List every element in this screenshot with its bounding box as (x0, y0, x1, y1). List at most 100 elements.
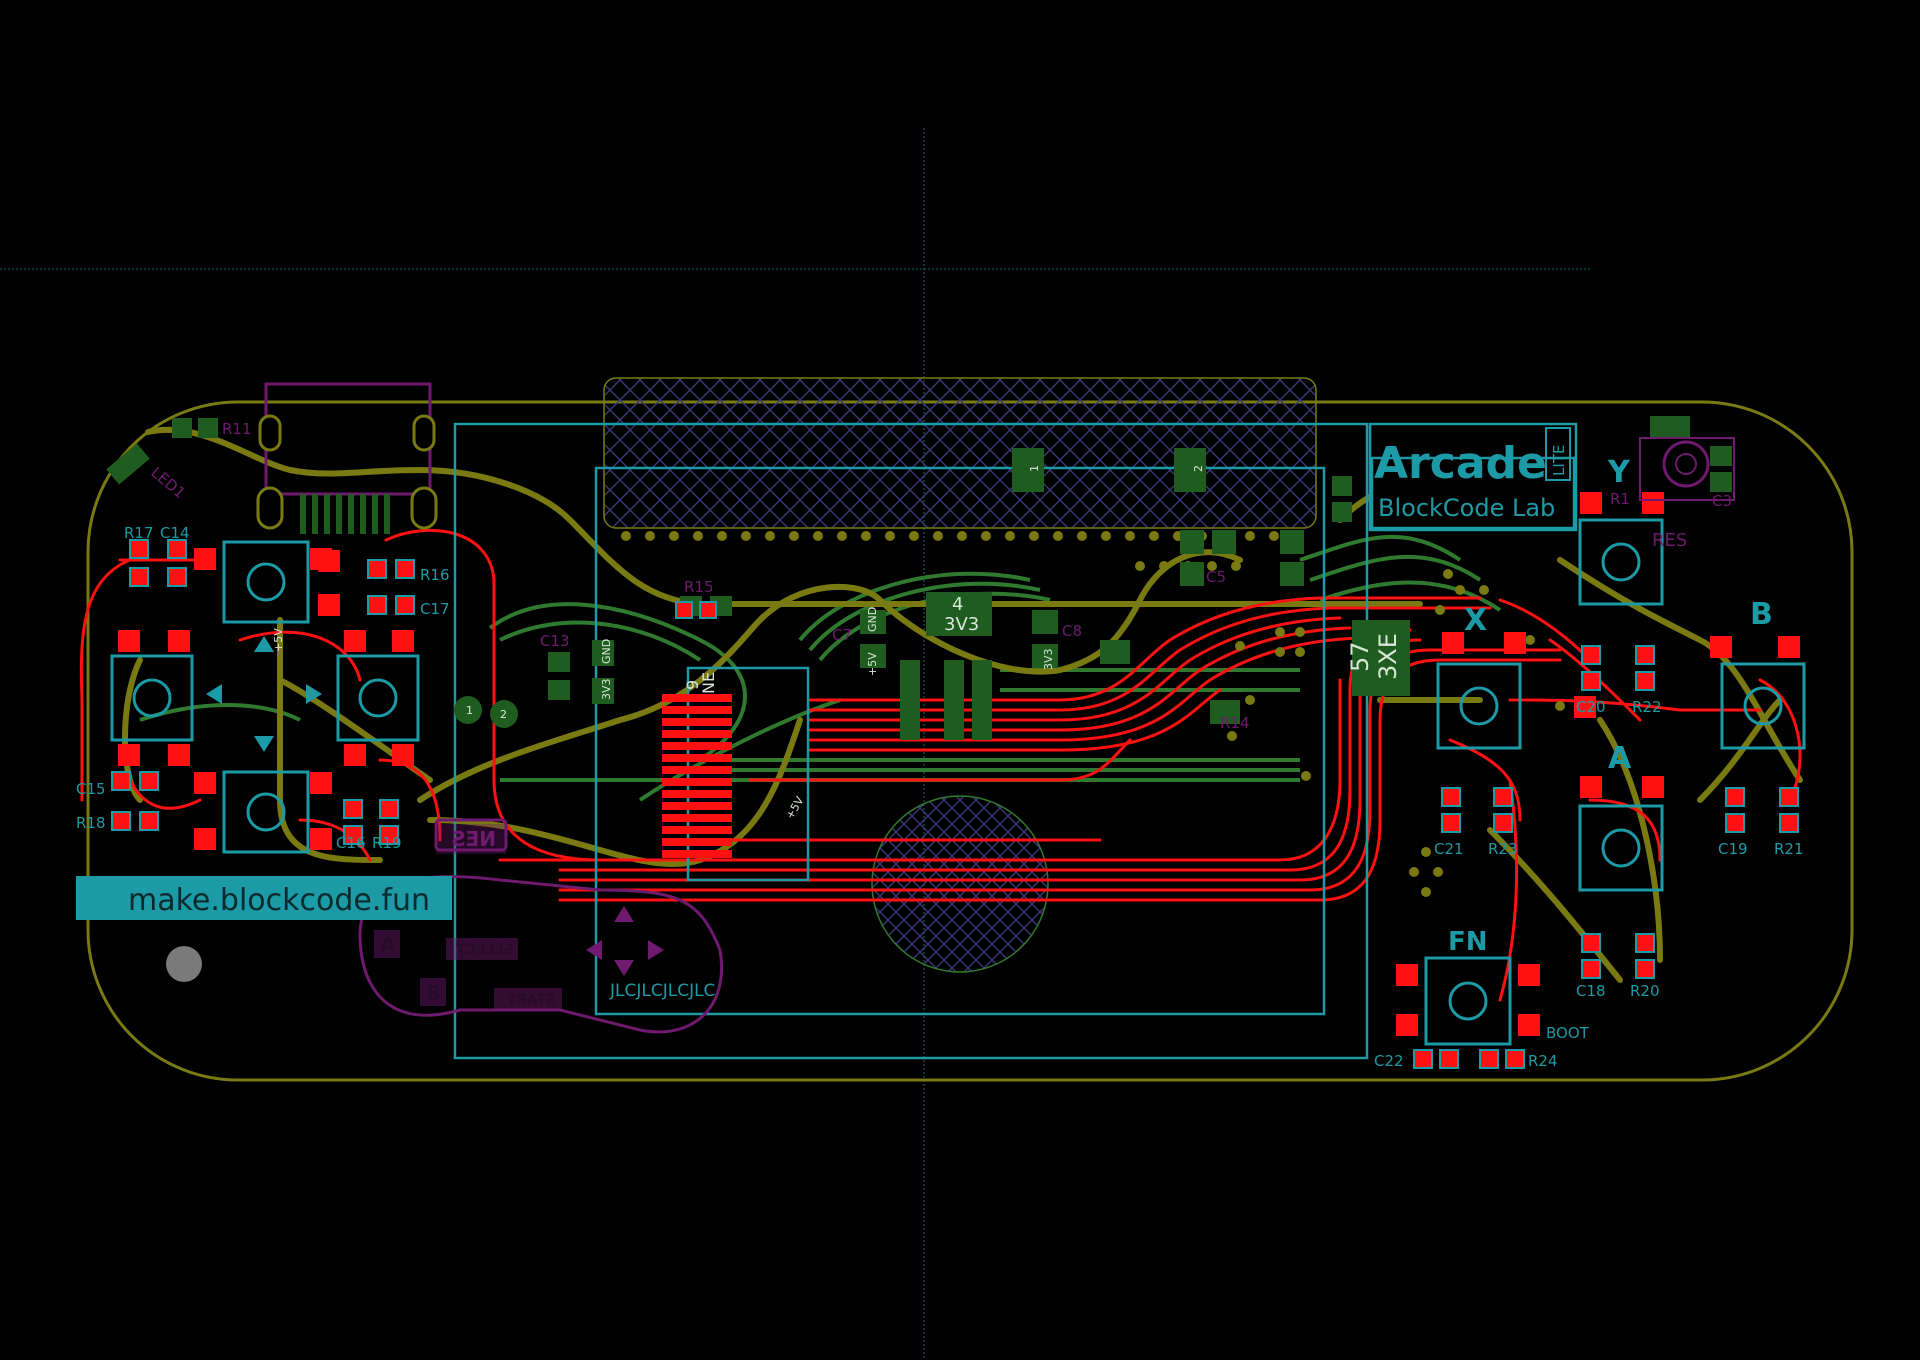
regulator-ic (926, 592, 992, 636)
logo-badge: LITE (1545, 427, 1571, 481)
switch-pads (118, 492, 1800, 1036)
logo-badge-text: LITE (1550, 445, 1568, 476)
back-dpad-left-icon (586, 940, 602, 960)
url-banner-text: make.blockcode.fun (128, 883, 430, 918)
x-switch[interactable] (1436, 662, 1522, 750)
mark-5v-b: +5V (783, 794, 806, 821)
a-button-label: A (1608, 741, 1632, 776)
dpad-up-arrow-icon (254, 636, 274, 652)
inner-layer-tracks (139, 534, 1502, 802)
ref-c18: C18 (1576, 982, 1606, 1000)
ref-c17: C17 (420, 600, 450, 618)
regulator-mark-top: 4 (952, 594, 963, 615)
logo-title: Arcade (1374, 438, 1547, 489)
ref-c13: C13 (540, 632, 570, 650)
dpad-right-arrow-icon (306, 684, 322, 704)
mark-3v3-a: 3V3 (600, 678, 613, 700)
silkscreen-outlines (453, 422, 1578, 1060)
ref-r23: R23 (1488, 840, 1518, 858)
ref-c7: C7 (832, 626, 852, 644)
y-switch[interactable] (1578, 518, 1664, 606)
smd-component-bodies (106, 416, 1732, 740)
url-banner-background (76, 876, 452, 920)
logo-subtitle: BlockCode Lab (1378, 494, 1555, 522)
back-dpad-down-icon (614, 960, 634, 976)
display-fpc-pads (662, 694, 732, 858)
ref-boot: BOOT (1546, 1024, 1590, 1042)
speaker-keepout-zone (871, 795, 1049, 973)
back-select-label: SELECT (456, 942, 514, 958)
back-nes-label: NES (451, 827, 496, 851)
ref-r20: R20 (1630, 982, 1660, 1000)
ref-c8: C8 (1062, 622, 1082, 640)
ref-r11: R11 (222, 420, 252, 438)
ref-r16: R16 (420, 566, 450, 584)
fn-switch[interactable] (1424, 956, 1512, 1046)
y-button-label: Y (1607, 455, 1631, 490)
dpad-up-switch[interactable] (222, 540, 310, 624)
fpc-mark-b: 9 (683, 680, 702, 690)
b-button-label: B (1750, 597, 1773, 632)
mark-5v-a: +5V (272, 628, 285, 652)
dpad-right-switch[interactable] (336, 654, 420, 742)
mark-gnd-b: GND (866, 607, 879, 632)
ref-c14: C14 (160, 524, 190, 542)
mark-2-b: 2 (500, 708, 507, 721)
ref-r24: R24 (1528, 1052, 1558, 1070)
back-dpad-up-icon (614, 906, 634, 922)
tactile-switches[interactable] (110, 518, 1806, 1046)
mounting-hole (166, 946, 202, 982)
a-switch[interactable] (1578, 804, 1664, 892)
usb-connector (256, 414, 438, 534)
mark-1-b: 1 (466, 704, 473, 717)
fpc-mark-a: NE (699, 672, 718, 694)
dpad-left-switch[interactable] (110, 654, 194, 742)
dpad-arrows (206, 636, 322, 752)
mark-2-a: 2 (1192, 465, 1205, 472)
ref-r18: R18 (76, 814, 106, 832)
mcu-ic (1352, 620, 1410, 696)
ref-r17: R17 (124, 524, 154, 542)
dpad-left-arrow-icon (206, 684, 222, 704)
ref-r14: R14 (1220, 714, 1250, 732)
ref-c16: C16 (336, 834, 366, 852)
fab-marking: JLCJLCJLCJLC (609, 981, 715, 1001)
ref-c15: C15 (76, 780, 106, 798)
ref-r1: R1 (1610, 490, 1630, 508)
display-keepout-zone (603, 377, 1317, 529)
ref-res: RES (1652, 530, 1687, 551)
vias (1227, 569, 1565, 897)
ref-r15: R15 (684, 578, 714, 596)
mark-gnd-a: GND (600, 639, 613, 664)
reference-designators: R17 C14 R16 C17 C15 R18 C16 R19 C20 R22 … (76, 420, 1804, 1070)
ref-c5: C5 (1206, 568, 1226, 586)
back-a-label: A (380, 933, 396, 957)
back-start-label: START (506, 992, 556, 1008)
mark-3v3-b: 3V3 (1042, 648, 1055, 670)
mcu-mark-b: 3XE (1374, 633, 1402, 680)
ref-c19: C19 (1718, 840, 1748, 858)
ref-r19: R19 (372, 834, 402, 852)
ref-r22: R22 (1632, 698, 1662, 716)
fn-button-label: FN (1448, 927, 1488, 957)
x-button-label: X (1464, 603, 1487, 638)
ref-r21: R21 (1774, 840, 1804, 858)
ref-c21: C21 (1434, 840, 1464, 858)
back-silk-labels: NES SELECT START A B (374, 824, 664, 1010)
ref-led1: LED1 (147, 463, 188, 502)
mcu-mark-a: 57 (1346, 641, 1374, 672)
ref-c3: C3 (1712, 492, 1732, 510)
regulator-mark-bottom: 3V3 (944, 614, 979, 635)
ref-c22: C22 (1374, 1052, 1404, 1070)
passive-pads (111, 539, 1799, 1069)
back-b-label: B (426, 981, 441, 1005)
ref-c20: C20 (1576, 698, 1606, 716)
reset-switch[interactable] (1639, 437, 1735, 501)
back-dpad-right-icon (648, 940, 664, 960)
mark-5v-c: +5V (866, 652, 879, 676)
dpad-down-switch[interactable] (222, 770, 310, 854)
b-switch[interactable] (1720, 662, 1806, 750)
mark-1-a: 1 (1028, 465, 1041, 472)
dpad-down-arrow-icon (254, 736, 274, 752)
